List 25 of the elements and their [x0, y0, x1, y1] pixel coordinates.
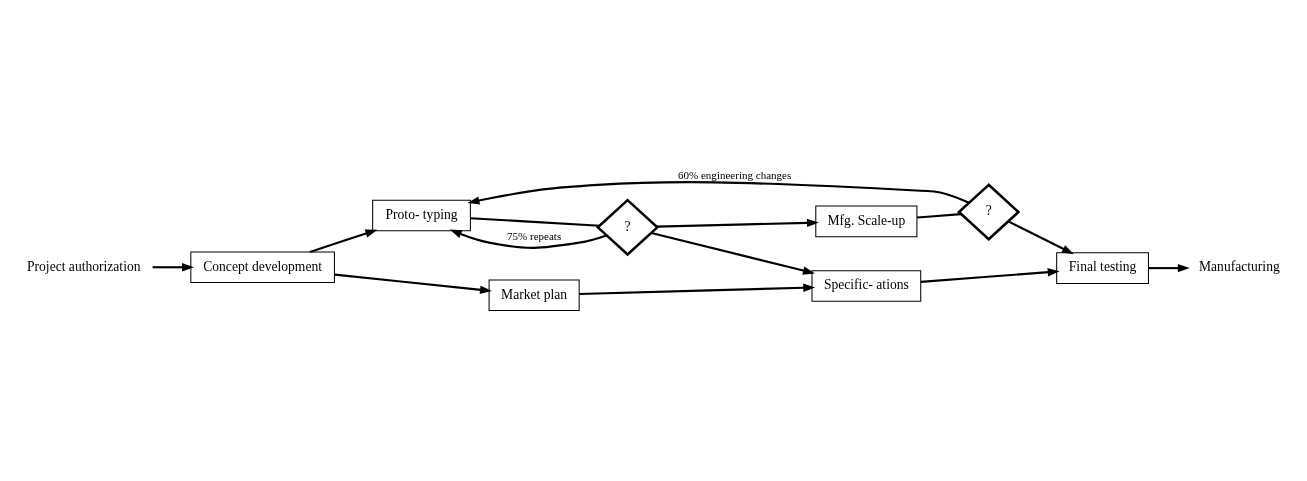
node-diamond: ?: [595, 198, 660, 257]
node-text: Project authorization: [27, 258, 141, 274]
node-box: Mfg. Scale-up: [815, 205, 918, 238]
connector: [470, 217, 600, 227]
arrow: [334, 273, 492, 294]
node-diamond: ?: [957, 183, 1021, 241]
arrow: [656, 218, 819, 228]
node-text: Manufacturing: [1199, 259, 1280, 275]
node-box: Proto- typing: [372, 199, 471, 232]
arrow: [467, 181, 970, 205]
edge-label: 60% engineering changes: [677, 169, 792, 182]
arrow: [1007, 220, 1074, 255]
node-box: Concept development: [190, 251, 335, 284]
arrow: [579, 283, 816, 296]
node-box: Market plan: [488, 279, 580, 312]
node-box: Specific- ations: [811, 270, 922, 302]
node-box: Final testing: [1056, 252, 1149, 284]
arrow: [152, 263, 194, 272]
connector: [916, 213, 962, 219]
arrow: [309, 229, 378, 253]
arrow: [1148, 263, 1190, 273]
arrow: [651, 232, 815, 275]
arrow: [449, 229, 607, 249]
edge-label: 75% repeats: [507, 229, 562, 242]
arrow: [920, 268, 1060, 283]
